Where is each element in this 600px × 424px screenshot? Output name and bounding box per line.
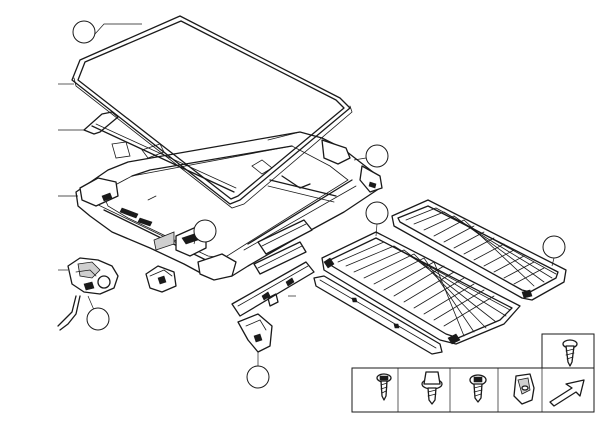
screw-small-icon[interactable] (376, 373, 392, 401)
callout-deflector-bracket[interactable] (246, 352, 270, 389)
callout-frame-center[interactable] (193, 219, 217, 245)
deflector-strip-lower[interactable] (231, 261, 315, 317)
callout-glass-lid[interactable] (72, 20, 142, 44)
callout-sunshade-rear[interactable] (542, 235, 566, 267)
screw-top-icon[interactable] (562, 339, 578, 367)
callout-sunshade-front[interactable] (365, 201, 389, 237)
screw-collar-icon[interactable] (469, 374, 487, 403)
sunshade-rear[interactable] (391, 199, 567, 301)
screw-flange-icon[interactable] (421, 371, 443, 405)
deflector-bracket[interactable] (237, 313, 273, 353)
arrow-next-icon[interactable] (549, 379, 585, 407)
clip-nut-icon[interactable] (513, 373, 535, 405)
left-leader-ticks (58, 83, 296, 297)
glass-lid[interactable] (71, 15, 353, 209)
callout-frame-right[interactable] (353, 144, 389, 168)
deflector-strip-middle[interactable] (253, 241, 307, 275)
deflector-strip-upper[interactable] (257, 219, 313, 255)
motor-bracket[interactable] (145, 265, 177, 293)
side-trim-strip[interactable] (313, 275, 443, 355)
small-clip[interactable] (267, 293, 279, 307)
drive-motor[interactable] (67, 257, 119, 295)
drive-cable[interactable] (57, 295, 81, 331)
callout-drive-motor[interactable] (86, 295, 110, 331)
sunshade-front[interactable] (321, 231, 521, 345)
sunroof-frame[interactable] (75, 131, 383, 281)
